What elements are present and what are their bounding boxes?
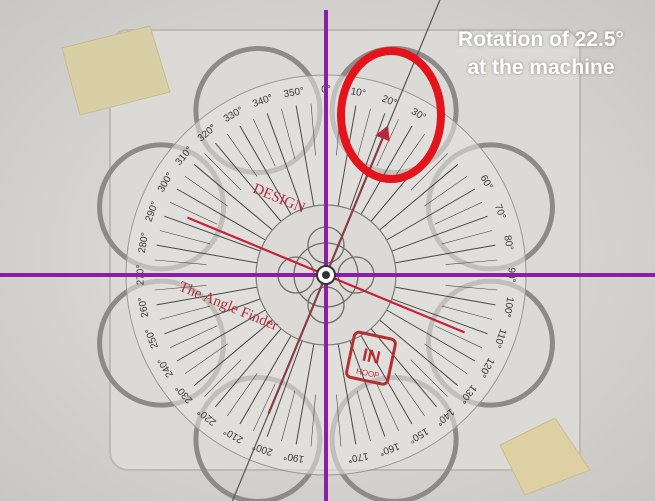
highlight-circle bbox=[337, 47, 445, 183]
protractor-tick bbox=[164, 215, 261, 252]
protractor-tick bbox=[376, 383, 399, 432]
protractor-tick bbox=[169, 325, 218, 348]
rotated-guide-line bbox=[231, 0, 441, 501]
protractor-tick bbox=[410, 153, 448, 191]
protractor-tick bbox=[379, 164, 459, 231]
protractor-degree-label: 80° bbox=[501, 234, 514, 251]
protractor-tick bbox=[394, 244, 496, 264]
angle-indicator-line bbox=[186, 216, 327, 277]
protractor-tick bbox=[204, 153, 242, 191]
protractor-tick bbox=[356, 108, 371, 160]
protractor-tick bbox=[337, 343, 357, 445]
protractor-tick bbox=[193, 164, 273, 231]
protractor-tick bbox=[424, 176, 468, 207]
protractor-tick bbox=[337, 105, 357, 207]
protractor-degree-label: 70° bbox=[492, 203, 508, 221]
protractor-tick bbox=[376, 118, 399, 167]
tape-top-left bbox=[61, 25, 171, 116]
protractor-degree-label: 100° bbox=[501, 296, 515, 318]
protractor-degree-label: 170° bbox=[347, 450, 369, 464]
protractor-tick bbox=[215, 142, 282, 222]
center-pivot-dot bbox=[322, 271, 330, 279]
protractor-tick bbox=[266, 113, 303, 210]
protractor-tick bbox=[295, 343, 315, 445]
protractor-tick bbox=[349, 340, 386, 437]
protractor-tick bbox=[445, 259, 498, 265]
protractor-tick bbox=[184, 176, 228, 207]
protractor-tick bbox=[204, 359, 242, 397]
protractor-tick bbox=[176, 188, 266, 241]
protractor-tick bbox=[176, 309, 266, 362]
protractor-tick bbox=[410, 359, 448, 397]
protractor-tick bbox=[391, 215, 488, 252]
protractor-tick bbox=[386, 188, 476, 241]
protractor-tick bbox=[441, 305, 493, 320]
protractor-tick bbox=[227, 133, 258, 177]
protractor-degree-label: 10° bbox=[350, 86, 367, 99]
protractor-tick bbox=[281, 108, 296, 160]
protractor-tick bbox=[266, 340, 303, 437]
protractor-tick bbox=[349, 113, 386, 210]
protractor-tick bbox=[253, 383, 276, 432]
protractor-tick bbox=[239, 125, 292, 215]
protractor-tick bbox=[281, 390, 296, 442]
caption-line-2: at the machine bbox=[467, 56, 615, 79]
protractor-tick bbox=[394, 133, 425, 177]
protractor-tick bbox=[154, 285, 207, 291]
protractor-degree-label: 260° bbox=[137, 296, 151, 318]
protractor-tick bbox=[154, 259, 207, 265]
svg-text:IN: IN bbox=[361, 345, 383, 368]
protractor-degree-label: 190° bbox=[283, 450, 305, 464]
protractor-tick bbox=[424, 343, 468, 374]
protractor-tick bbox=[336, 394, 342, 447]
protractor-tick bbox=[156, 286, 258, 306]
protractor-tick bbox=[295, 105, 315, 207]
angle-indicator-line bbox=[325, 273, 466, 334]
protractor-tick bbox=[394, 286, 496, 306]
protractor-tick bbox=[227, 373, 258, 417]
caption-line-1: Rotation of 22.5° bbox=[458, 28, 624, 51]
protractor-tick bbox=[164, 298, 261, 335]
protractor-tick bbox=[159, 230, 211, 245]
protractor-tick bbox=[441, 230, 493, 245]
protractor-tick bbox=[215, 328, 282, 408]
protractor-tick bbox=[391, 298, 488, 335]
protractor-tick bbox=[360, 125, 413, 215]
protractor-tick bbox=[184, 343, 228, 374]
protractor-degree-label: 20° bbox=[380, 94, 398, 110]
protractor-tick bbox=[434, 202, 483, 225]
protractor-tick bbox=[445, 285, 498, 291]
protractor-tick bbox=[169, 202, 218, 225]
protractor-tick bbox=[193, 319, 273, 386]
protractor-tick bbox=[379, 319, 459, 386]
tape-bottom-right bbox=[499, 417, 591, 496]
protractor-degree-label: 280° bbox=[137, 232, 151, 254]
protractor-tick bbox=[434, 325, 483, 348]
protractor-tick bbox=[370, 328, 437, 408]
protractor-tick bbox=[386, 309, 476, 362]
protractor-tick bbox=[156, 244, 258, 264]
protractor-tick bbox=[159, 305, 211, 320]
protractor-tick bbox=[356, 390, 371, 442]
protractor-tick bbox=[239, 335, 292, 425]
protractor-tick bbox=[394, 373, 425, 417]
protractor-degree-label: 350° bbox=[283, 86, 305, 100]
protractor-tick bbox=[310, 103, 316, 156]
protractor-tick bbox=[310, 394, 316, 447]
protractor-tick bbox=[253, 118, 276, 167]
rotation-caption: Rotation of 22.5° at the machine bbox=[430, 26, 652, 82]
